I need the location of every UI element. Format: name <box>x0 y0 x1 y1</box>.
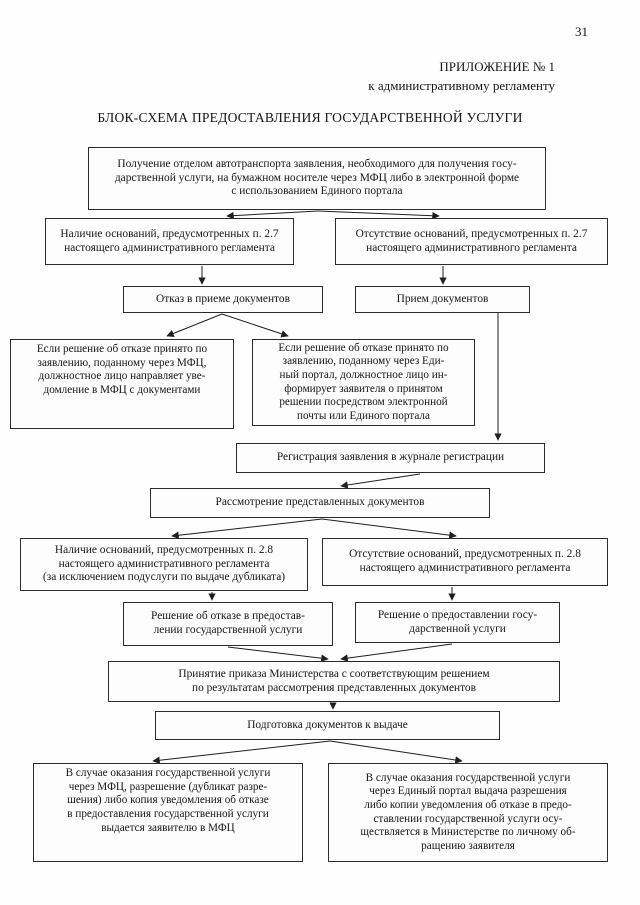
flow-box-refusal-via-mfc: Если решение об отказе принято по заявле… <box>10 339 234 429</box>
arrow-line <box>152 740 331 764</box>
flow-box-decision-refuse: Решение об отказе в предостав- лении гос… <box>123 602 333 646</box>
flow-box-grounds-present-2-7: Наличие оснований, предусмотренных п. 2.… <box>45 218 294 265</box>
flow-box-registration: Регистрация заявления в журнале регистра… <box>236 443 545 473</box>
flow-box-refusal-via-portal: Если решение об отказе принято по заявле… <box>252 339 475 426</box>
arrow-line <box>329 740 463 764</box>
diagram-title: БЛОК-СХЕМА ПРЕДОСТАВЛЕНИЯ ГОСУДАРСТВЕННО… <box>97 110 523 125</box>
flow-box-issue-via-mfc: В случае оказания государственной услуги… <box>33 763 303 862</box>
flow-box-application-received: Получение отделом автотранспорта заявлен… <box>88 147 546 210</box>
arrow-line <box>340 643 453 662</box>
arrow-line <box>226 210 319 220</box>
flow-box-grounds-present-2-8: Наличие оснований, предусмотренных п. 2.… <box>20 538 308 591</box>
appendix-heading: ПРИЛОЖЕНИЕ № 1 к административному регла… <box>0 58 555 96</box>
flow-box-grounds-absent-2-7: Отсутствие оснований, предусмотренных п.… <box>335 218 608 265</box>
arrow-line <box>166 313 223 337</box>
arrow-line <box>171 518 323 539</box>
arrow-line <box>321 518 457 539</box>
flow-box-prepare-documents: Подготовка документов к выдаче <box>155 711 500 740</box>
flow-box-grounds-absent-2-8: Отсутствие оснований, предусмотренных п.… <box>322 538 608 586</box>
flow-box-refusal-to-accept: Отказ в приеме документов <box>123 286 323 313</box>
appendix-line-2: к административному регламенту <box>368 77 555 93</box>
flow-box-issue-via-portal: В случае оказания государственной услуги… <box>328 763 608 862</box>
arrow-line <box>221 313 289 338</box>
flow-box-review: Рассмотрение представленных документов <box>150 488 490 518</box>
arrow-line <box>340 473 421 489</box>
flow-box-acceptance: Прием документов <box>355 286 530 313</box>
arrow-line <box>227 646 329 662</box>
flow-box-ministry-order: Принятие приказа Министерства с соответс… <box>108 661 560 702</box>
appendix-line-1: ПРИЛОЖЕНИЕ № 1 <box>439 59 555 74</box>
arrow-line <box>317 210 440 220</box>
flow-box-decision-grant: Решение о предоставлении госу- дарственн… <box>355 602 560 643</box>
page-number: 31 <box>575 24 588 39</box>
